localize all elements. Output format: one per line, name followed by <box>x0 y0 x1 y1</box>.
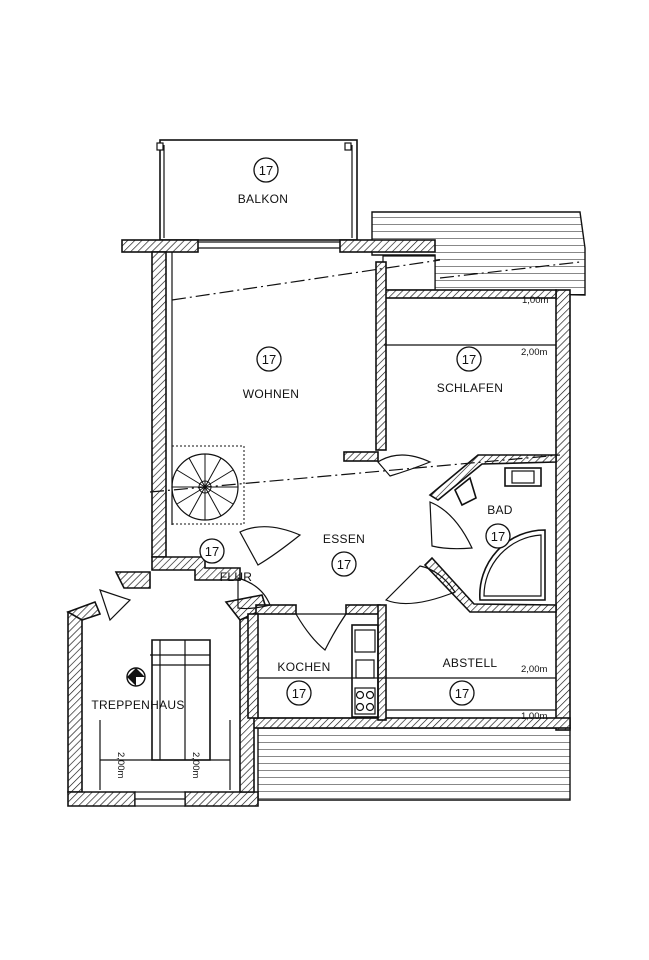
balkon-number: 17 <box>259 163 273 178</box>
stair-flight <box>99 639 231 790</box>
north-arrow-icon <box>126 667 146 687</box>
roof-slope-top <box>371 211 586 296</box>
room-number-markers <box>199 157 511 706</box>
bathroom-fixtures <box>454 467 546 601</box>
partition-lines <box>171 252 556 719</box>
kochen-number: 17 <box>292 686 306 701</box>
flur-number: 17 <box>205 544 219 559</box>
door-swings <box>99 454 473 651</box>
wohnen-number: 17 <box>262 352 276 367</box>
dimension-abstell-2m: 2,00m <box>521 664 547 675</box>
exterior-walls <box>66 239 571 807</box>
dimension-abstell-1m: 1,00m <box>521 711 547 722</box>
dimension-schlafen-1m: 1,00m <box>522 295 548 306</box>
essen-number: 17 <box>337 557 351 572</box>
essen-label: ESSEN <box>323 532 365 546</box>
kochen-label: KOCHEN <box>277 660 330 674</box>
openings <box>134 241 340 807</box>
balkon-label: BALKON <box>238 192 289 206</box>
treppenhaus-label: TREPPENHAUS <box>91 698 184 712</box>
slope-lines <box>149 259 581 493</box>
spiral-staircase <box>171 445 245 525</box>
balkon-balcony <box>156 139 358 241</box>
wohnen-label: WOHNEN <box>243 387 299 401</box>
schlafen-label: SCHLAFEN <box>437 381 503 395</box>
interior-walls <box>247 261 557 721</box>
schlafen-number: 17 <box>462 352 476 367</box>
dimension-treppe-right: 2,00m <box>190 752 201 778</box>
bad-number: 17 <box>491 529 505 544</box>
bad-label: BAD <box>487 503 513 517</box>
dimension-schlafen-2m: 2,00m <box>521 347 547 358</box>
abstell-label: ABSTELL <box>443 656 498 670</box>
kitchen-fixtures <box>351 624 379 718</box>
flur-label: FLUR <box>220 570 253 584</box>
abstell-number: 17 <box>455 686 469 701</box>
dimension-treppe-left: 2,00m <box>115 752 126 778</box>
roof-slope-bottom <box>257 727 571 801</box>
